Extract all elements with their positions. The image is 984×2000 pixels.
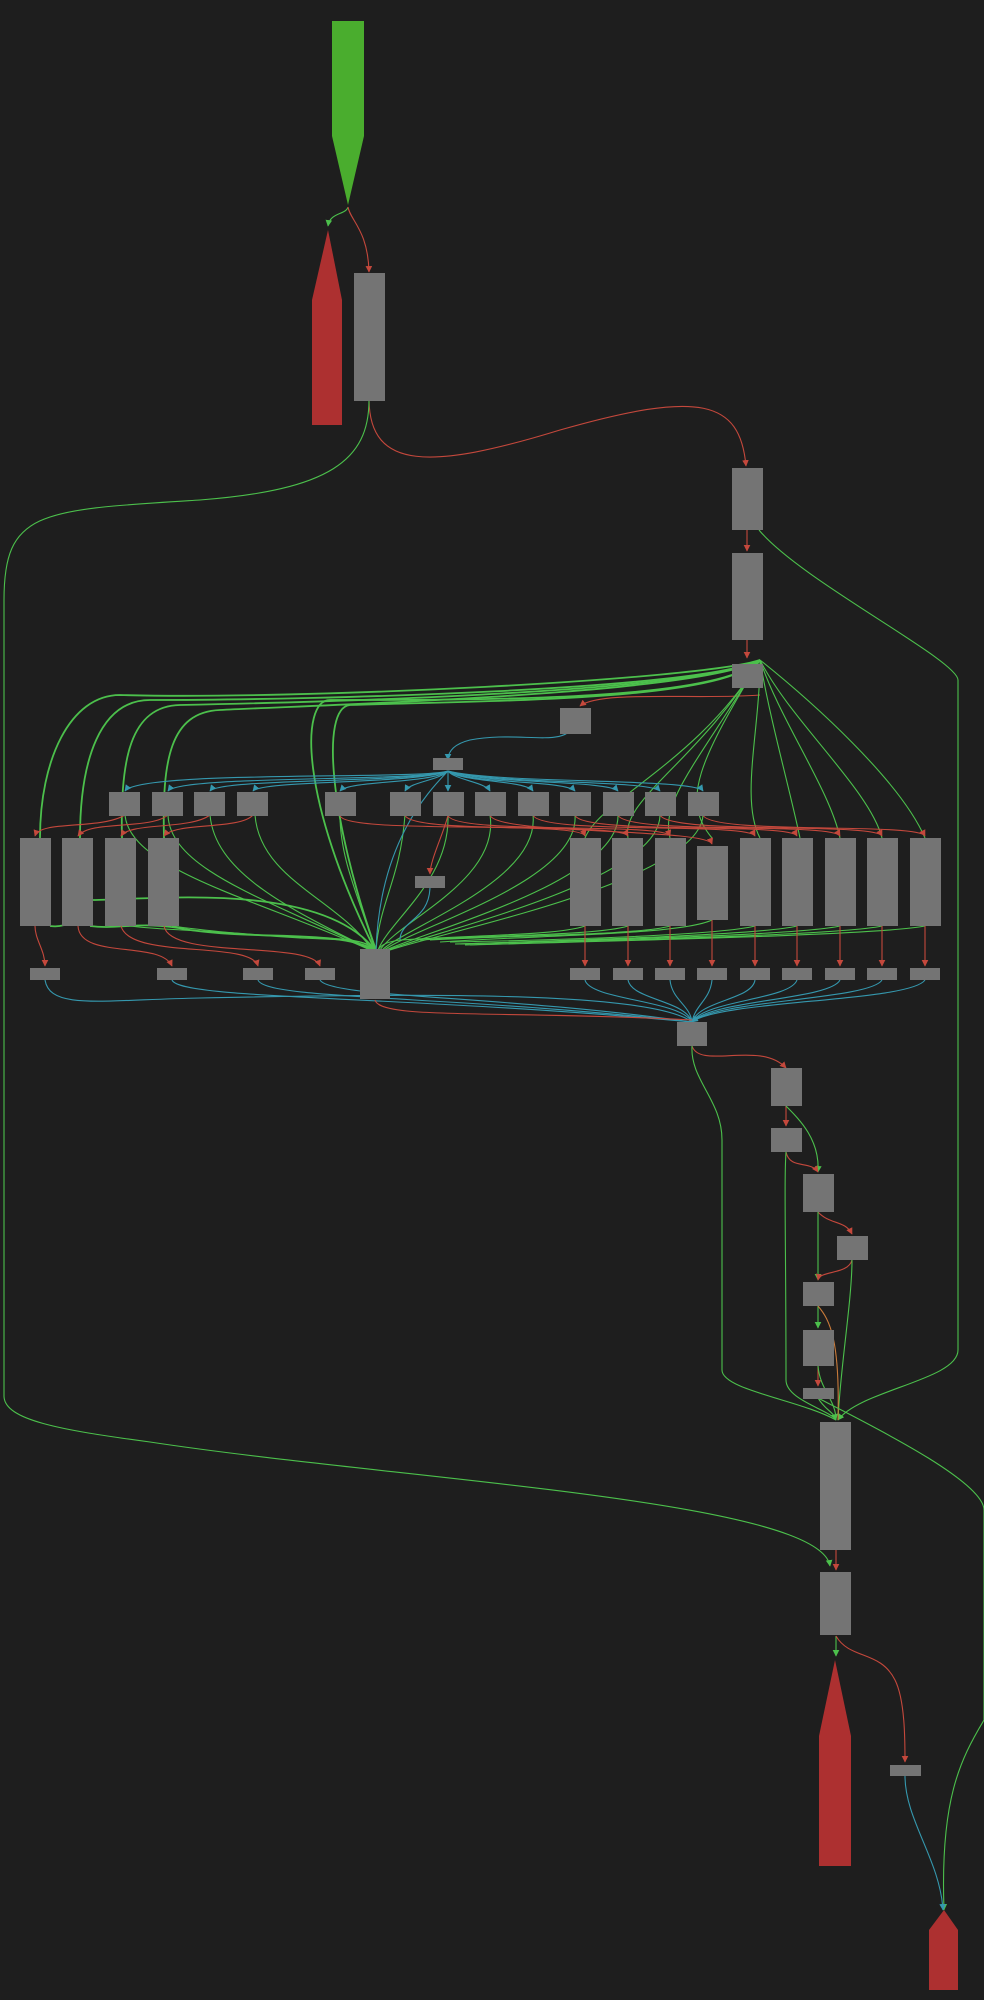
- edge-block-2-long-right: [758, 529, 959, 1421]
- nodes: [20, 21, 958, 1990]
- basic-block[interactable]: [688, 792, 719, 816]
- basic-block[interactable]: [732, 468, 763, 530]
- basic-block[interactable]: [148, 838, 179, 926]
- basic-block[interactable]: [820, 1572, 851, 1635]
- edge-block-1-to-2: [368, 399, 749, 467]
- basic-block[interactable]: [560, 708, 591, 734]
- basic-block[interactable]: [825, 838, 856, 926]
- basic-block[interactable]: [603, 792, 634, 816]
- basic-block[interactable]: [152, 792, 183, 816]
- basic-block[interactable]: [243, 968, 273, 980]
- basic-block[interactable]: [305, 968, 335, 980]
- edge-entry-to-exit: [325, 206, 349, 227]
- edge-b7-to-big: [817, 1397, 838, 1421]
- edge-b9-to-exit3: [904, 1775, 946, 1911]
- edge-b3-to-b4: [817, 1211, 853, 1235]
- entry-block[interactable]: [332, 21, 364, 205]
- basic-block[interactable]: [645, 792, 676, 816]
- edge-b4-to-b5: [815, 1259, 853, 1281]
- edge-merge-to-b1: [691, 1045, 787, 1069]
- basic-block[interactable]: [732, 664, 763, 688]
- basic-block[interactable]: [105, 838, 136, 926]
- basic-block[interactable]: [697, 846, 728, 920]
- basic-block[interactable]: [360, 949, 390, 999]
- basic-block[interactable]: [697, 968, 727, 980]
- basic-block[interactable]: [390, 792, 421, 816]
- basic-block[interactable]: [109, 792, 140, 816]
- basic-block[interactable]: [910, 838, 941, 926]
- basic-block[interactable]: [20, 838, 51, 926]
- basic-block[interactable]: [825, 968, 855, 980]
- top-to-tall-edges: [33, 814, 926, 875]
- basic-block[interactable]: [613, 968, 643, 980]
- basic-block[interactable]: [867, 838, 898, 926]
- edge-b7-long-right: [817, 1397, 984, 1911]
- edge-block-1-long-left: [3, 399, 833, 1567]
- exit-block[interactable]: [929, 1910, 958, 1990]
- basic-block[interactable]: [30, 968, 60, 980]
- basic-block[interactable]: [867, 968, 897, 980]
- exit-block[interactable]: [819, 1660, 851, 1866]
- basic-block[interactable]: [820, 1422, 851, 1550]
- edge-entry-to-block: [347, 206, 373, 273]
- basic-block[interactable]: [803, 1330, 834, 1366]
- edge-b1-to-b3: [785, 1105, 822, 1173]
- edge-b2-to-b3: [785, 1151, 819, 1173]
- basic-block[interactable]: [655, 838, 686, 926]
- basic-block[interactable]: [415, 876, 445, 888]
- basic-block[interactable]: [771, 1128, 802, 1152]
- basic-block[interactable]: [837, 1236, 868, 1260]
- basic-block[interactable]: [518, 792, 549, 816]
- edge-b4-long: [837, 1259, 853, 1421]
- basic-block[interactable]: [433, 758, 463, 770]
- edges: [3, 206, 984, 1911]
- basic-block[interactable]: [890, 1765, 921, 1776]
- basic-block[interactable]: [570, 838, 601, 926]
- basic-block[interactable]: [612, 838, 643, 926]
- basic-block[interactable]: [677, 1022, 707, 1046]
- exit-block[interactable]: [312, 230, 342, 425]
- basic-block[interactable]: [157, 968, 187, 980]
- edge-b8-to-b9: [835, 1635, 909, 1763]
- edge-merge-long-green: [691, 1045, 837, 1421]
- basic-block[interactable]: [354, 273, 385, 401]
- edge-b2-long: [784, 1151, 837, 1421]
- basic-block[interactable]: [237, 792, 268, 816]
- bottom-to-merge-edges: [44, 885, 926, 1023]
- basic-block[interactable]: [782, 838, 813, 926]
- basic-block[interactable]: [62, 838, 93, 926]
- basic-block[interactable]: [782, 968, 812, 980]
- tall-to-bottom-edges: [34, 920, 929, 967]
- dispatcher-fanout: [124, 770, 704, 951]
- basic-block[interactable]: [771, 1068, 802, 1106]
- switch-fanout: [39, 659, 926, 951]
- basic-block[interactable]: [194, 792, 225, 816]
- basic-block[interactable]: [740, 968, 770, 980]
- basic-block[interactable]: [803, 1388, 834, 1399]
- edge-hub-to-dispatcher: [444, 721, 575, 761]
- basic-block[interactable]: [560, 792, 591, 816]
- basic-block[interactable]: [655, 968, 685, 980]
- basic-block[interactable]: [475, 792, 506, 816]
- basic-block[interactable]: [433, 792, 464, 816]
- basic-block[interactable]: [325, 792, 356, 816]
- basic-block[interactable]: [803, 1282, 834, 1306]
- basic-block[interactable]: [570, 968, 600, 980]
- basic-block[interactable]: [732, 553, 763, 640]
- basic-block[interactable]: [803, 1174, 834, 1212]
- basic-block[interactable]: [740, 838, 771, 926]
- basic-block[interactable]: [910, 968, 940, 980]
